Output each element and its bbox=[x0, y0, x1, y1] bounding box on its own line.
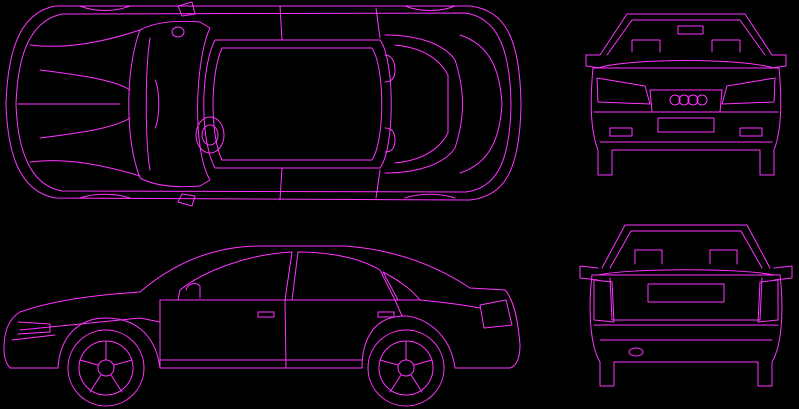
car-front-view bbox=[585, 13, 787, 176]
car-side-view bbox=[3, 245, 521, 407]
car-rear-view bbox=[579, 224, 793, 387]
car-top-view bbox=[5, 1, 522, 207]
